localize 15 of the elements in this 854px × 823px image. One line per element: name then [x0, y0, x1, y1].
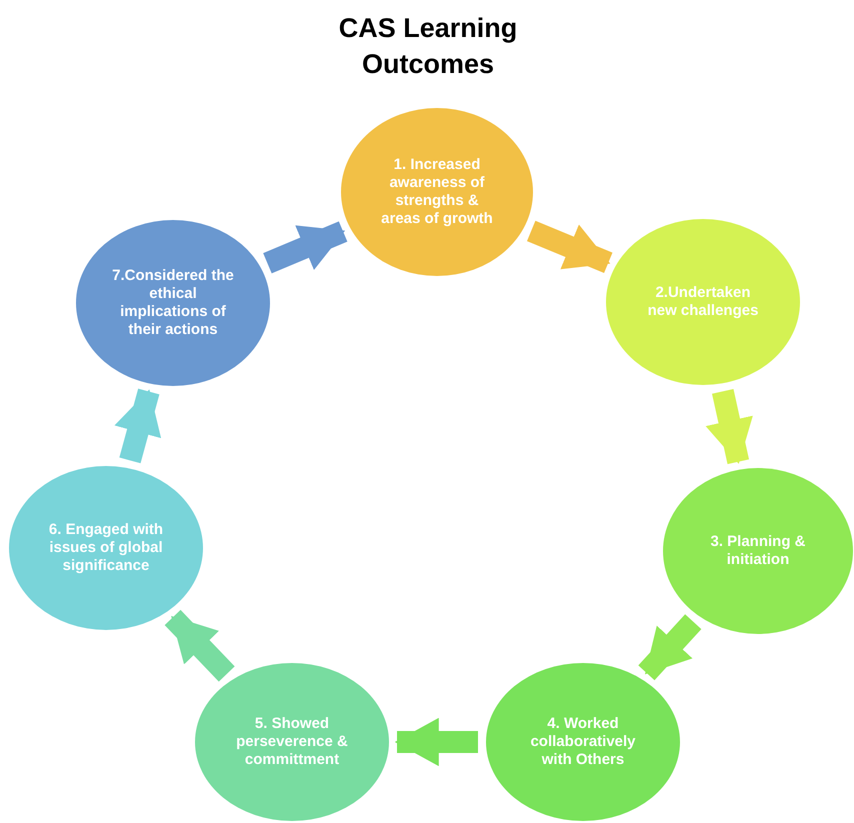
block-arrow [638, 614, 702, 680]
node-text: 4. Worked collaboratively with Others [529, 715, 637, 769]
block-arrow [394, 718, 478, 766]
node-text: 6. Engaged with issues of global significance [48, 521, 164, 575]
block-arrow [164, 610, 235, 682]
node-text: 5. Showed perseverence & committment [235, 715, 349, 769]
node-text: 1. Increased awareness of strengths & areas of growth [380, 156, 494, 228]
block-arrow [706, 389, 753, 464]
block-arrow [114, 388, 162, 464]
title: CAS Learning Outcomes [338, 12, 518, 81]
node-text: 2.Undertaken new challenges [646, 284, 760, 320]
block-arrow [526, 220, 612, 273]
block-arrow [263, 221, 348, 274]
node-text: 7.Considered the ethical implications of their actions [111, 267, 235, 339]
node-text: 3. Planning & initiation [709, 533, 806, 569]
